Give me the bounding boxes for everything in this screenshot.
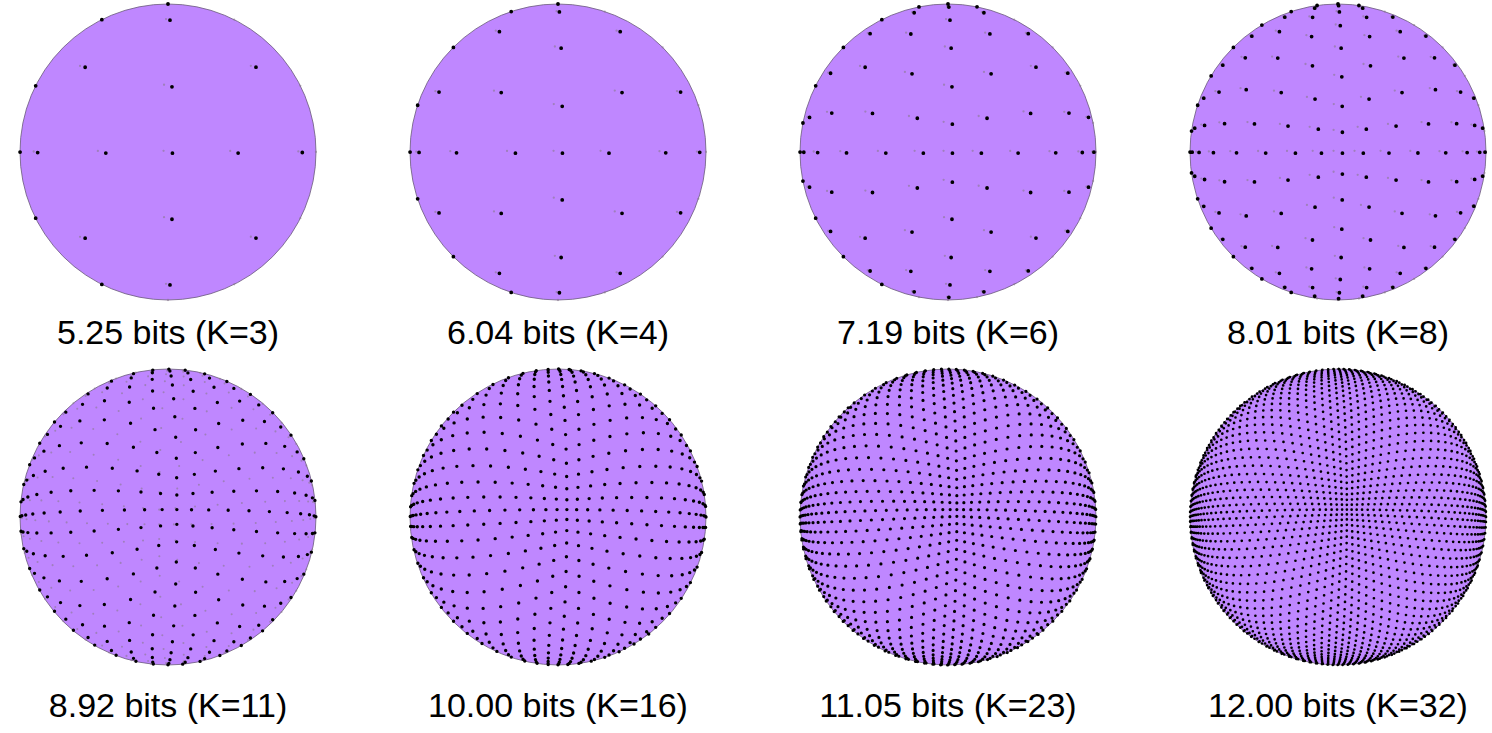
sphere-figure [798,368,1097,667]
front-dots [408,2,701,295]
sphere-figure [798,2,1097,301]
front-dots [18,2,304,287]
caption-label: 10.00 bits (K=16) [428,687,688,724]
front-dots [409,367,708,666]
front-dots [1188,2,1487,300]
sphere-figure [409,367,708,666]
caption-label: 11.05 bits (K=23) [819,687,1076,724]
back-dots [33,18,318,301]
sphere-figure [19,367,318,666]
caption-label: 8.92 bits (K=11) [49,687,287,724]
sphere-figure [408,2,707,301]
caption-label: 8.01 bits (K=8) [1227,314,1449,351]
front-dots [1189,368,1488,667]
front-dots [798,368,1097,667]
sphere-figure [18,2,317,301]
front-dots [19,367,318,666]
caption-label: 6.04 bits (K=4) [447,314,669,351]
sphere-figure [1189,368,1488,667]
front-dots [798,2,1096,299]
caption-label: 5.25 bits (K=3) [57,314,279,351]
caption-label: 12.00 bits (K=32) [1208,687,1468,724]
caption-label: 7.19 bits (K=6) [837,314,1059,351]
sphere-disc [20,4,316,300]
sphere-figure [1188,2,1487,301]
back-dots [19,368,317,666]
